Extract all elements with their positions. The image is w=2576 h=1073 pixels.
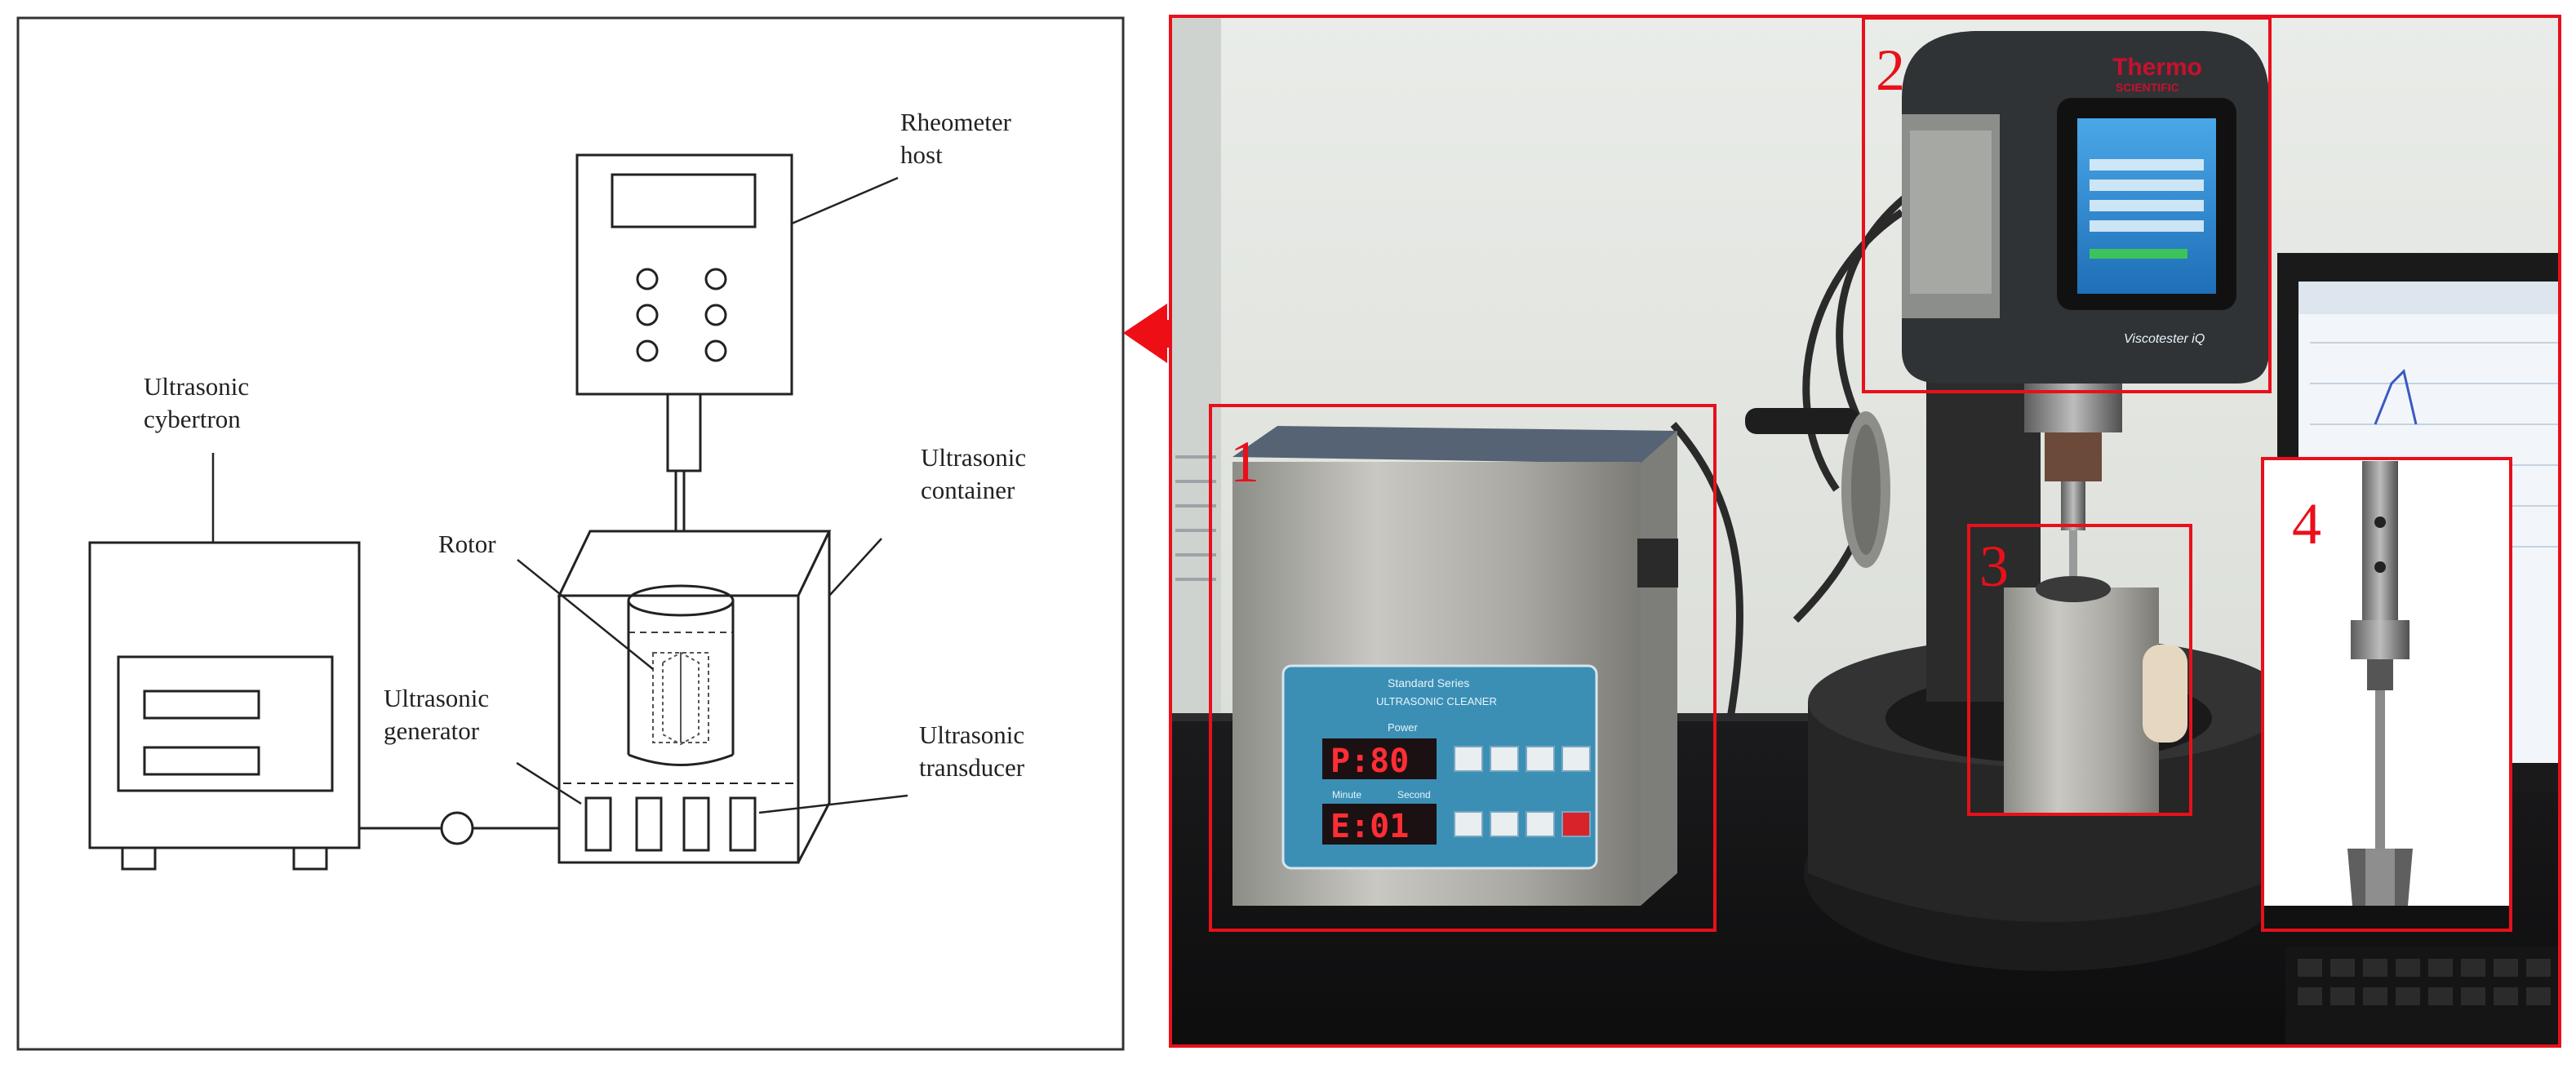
label-ultrasonic-transducer: Ultrasonic transducer xyxy=(919,721,1031,782)
viscometer-model: Viscotester iQ xyxy=(2124,332,2205,346)
highlight-boxes xyxy=(1169,15,2561,1048)
cleaner-display-top-value: P:80 xyxy=(1330,743,1409,780)
label-rotor: Rotor xyxy=(438,530,496,558)
label-ultrasonic-generator-line1: Ultrasonic xyxy=(384,684,489,712)
ultrasonic-cleaner: Standard Series ULTRASONIC CLEANER Power… xyxy=(1232,426,1678,906)
keyboard xyxy=(2285,947,2560,1046)
label-ultrasonic-transducer-line2: transducer xyxy=(919,753,1025,782)
label-ultrasonic-generator-line2: generator xyxy=(384,716,480,745)
cleaner-display-top xyxy=(1322,738,1437,779)
cleaner-display-bottom xyxy=(1322,804,1437,845)
label-rheometer-host-line2: host xyxy=(900,140,943,169)
cleaner-series: Standard Series xyxy=(1388,676,1469,689)
rheometer-coupling xyxy=(666,392,702,472)
cleaner-name: ULTRASONIC CLEANER xyxy=(1376,695,1497,707)
spindle-coupling xyxy=(2024,384,2122,604)
callout-number-2: 2 xyxy=(1876,38,1905,103)
cleaner-buttons-top xyxy=(1454,746,1591,772)
callout-number-1: 1 xyxy=(1230,429,1259,494)
measuring-cup-holder xyxy=(2004,576,2187,816)
viscometer-brand-sub: SCIENTIFIC xyxy=(2116,81,2179,94)
rotor xyxy=(517,559,709,746)
cleaner-handle xyxy=(1637,539,1678,587)
viscometer-brand: Thermo xyxy=(2112,54,2202,81)
photo-panel: Thermo SCIENTIFIC Viscotester iQ Standar… xyxy=(1169,15,2561,1048)
schematic-border xyxy=(16,16,1125,1051)
photo-left-cabinet xyxy=(1170,16,1221,751)
callout-number-4: 4 xyxy=(2292,491,2321,556)
rheometer-display xyxy=(611,173,757,228)
schematic-panel: Rheometer host Ultrasonic cybertron Ultr… xyxy=(16,16,1125,1051)
beaker xyxy=(627,584,735,766)
label-ultrasonic-cybertron-line2: cybertron xyxy=(144,405,241,433)
highlight-box-4 xyxy=(2261,457,2512,932)
label-ultrasonic-container: Ultrasonic container xyxy=(921,443,1033,504)
label-rheometer-host-line1: Rheometer xyxy=(900,108,1012,136)
meter-icon xyxy=(440,811,474,845)
ultrasonic-transducers xyxy=(516,761,908,852)
label-ultrasonic-cybertron: Ultrasonic cybertron xyxy=(144,372,255,433)
connection-cable xyxy=(359,811,560,845)
cleaner-buttons-bottom xyxy=(1454,811,1591,837)
cleaner-power-label: Power xyxy=(1388,721,1419,734)
cleaner-second-label: Second xyxy=(1397,789,1431,800)
highlight-box-2 xyxy=(1862,16,2272,393)
highlight-box-3 xyxy=(1967,524,2192,816)
viscometer-head: Thermo SCIENTIFIC Viscotester iQ xyxy=(1902,31,2269,384)
label-ultrasonic-cybertron-line1: Ultrasonic xyxy=(144,372,249,401)
ultrasonic-cybertron xyxy=(88,453,361,871)
spindle-closeup xyxy=(2263,459,2511,930)
adjust-knob xyxy=(1745,408,1890,568)
highlight-box-1 xyxy=(1209,404,1717,932)
rheometer-host xyxy=(575,153,899,583)
label-ultrasonic-generator: Ultrasonic generator xyxy=(384,684,495,745)
label-rheometer-host: Rheometer host xyxy=(900,108,1018,169)
label-ultrasonic-container-line1: Ultrasonic xyxy=(921,443,1026,472)
label-ultrasonic-container-line2: container xyxy=(921,476,1015,504)
label-ultrasonic-transducer-line1: Ultrasonic xyxy=(919,721,1024,749)
cleaner-display-bottom-value: E:01 xyxy=(1330,808,1409,845)
callout-number-3: 3 xyxy=(1979,534,2009,599)
cleaner-minute-label: Minute xyxy=(1332,789,1361,800)
